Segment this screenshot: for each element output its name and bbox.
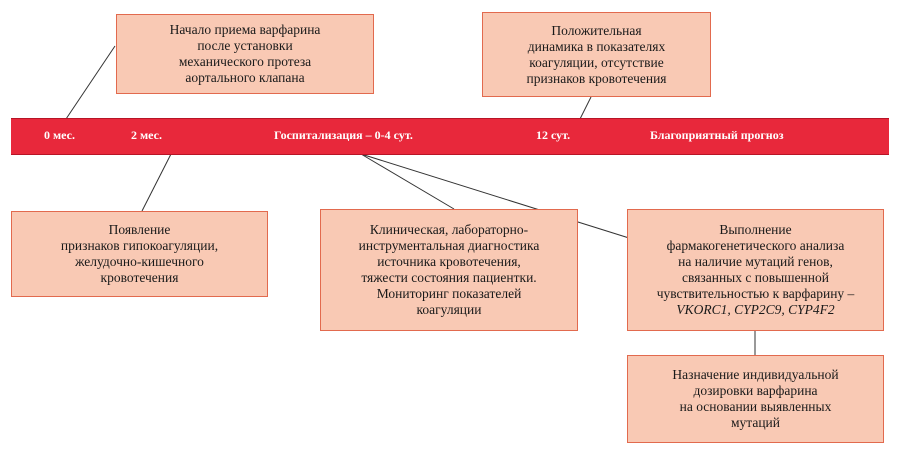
box-warfarin-start: Начало приема варфарина после установки …	[116, 14, 374, 94]
box-line: коагуляции, отсутствие	[529, 54, 664, 70]
timeline-label-hospitalization: Госпитализация – 0-4 сут.	[274, 128, 413, 142]
connector-start-to-0-months	[65, 45, 116, 120]
box-pharmacogenetics: Выполнение фармакогенетического анализа …	[627, 209, 884, 331]
connector-2-months-to-hypocoagulation	[141, 153, 172, 212]
box-line: кровотечения	[100, 270, 179, 285]
box-line: механического протеза	[178, 54, 312, 69]
box-line: Появление	[108, 222, 171, 237]
box-line: фармакогенетического анализа	[666, 238, 845, 253]
box-line: Положительная	[551, 22, 642, 38]
box-individual-dosing: Назначение индивидуальной дозировки варф…	[627, 355, 884, 443]
box-line: связанных с повышенной	[682, 270, 829, 285]
box-line: на основании выявленных	[679, 399, 832, 414]
connector-positive-to-12-days	[579, 96, 592, 120]
box-line: Выполнение	[719, 222, 792, 237]
box-line: признаков кровотечения	[526, 70, 667, 86]
box-line: коагуляции	[416, 302, 482, 317]
box-line: Мониторинг показателей	[376, 286, 522, 301]
box-positive-dynamics: Положительная динамика в показателях коа…	[482, 12, 711, 97]
connector-hospital-to-diagnostics	[360, 153, 455, 210]
box-line: Начало приема варфарина	[169, 22, 321, 37]
timeline-bar	[11, 118, 889, 155]
box-line: чувствительностью к варфарину –	[656, 286, 855, 301]
box-line: желудочно-кишечного	[75, 254, 204, 269]
timeline-label-2-months: 2 мес.	[131, 128, 162, 142]
box-line: тяжести состояния пациентки.	[361, 270, 537, 285]
box-line: мутаций	[730, 415, 781, 430]
gene-names: VKORC1, CYP2C9, CYP4F2	[676, 302, 835, 317]
box-line: после установки	[197, 38, 293, 53]
timeline-label-12-days: 12 сут.	[536, 128, 571, 142]
box-line: дозировки варфарина	[693, 383, 818, 398]
box-line-genes: VKORC1, CYP2C9, CYP4F2	[676, 302, 834, 318]
timeline-label-favorable-prognosis: Благоприятный прогноз	[650, 128, 784, 142]
box-hypocoagulation: Появление признаков гипокоагуляции, желу…	[11, 211, 268, 297]
connector-hospital-to-pharmacogenetics	[360, 153, 630, 239]
box-line: на наличие мутаций генов,	[678, 254, 833, 269]
box-diagnostics: Клиническая, лабораторно- инструментальн…	[320, 209, 578, 331]
box-line: источника кровотечения,	[377, 254, 521, 269]
box-line: аортального клапана	[185, 70, 305, 85]
box-line: Назначение индивидуальной	[672, 367, 839, 382]
box-line: Клиническая, лабораторно-	[369, 222, 529, 237]
box-line: динамика в показателях	[527, 38, 666, 54]
box-line: признаков гипокоагуляции,	[60, 238, 219, 253]
timeline-label-0-months: 0 мес.	[44, 128, 75, 142]
box-line: инструментальная диагностика	[358, 238, 540, 253]
